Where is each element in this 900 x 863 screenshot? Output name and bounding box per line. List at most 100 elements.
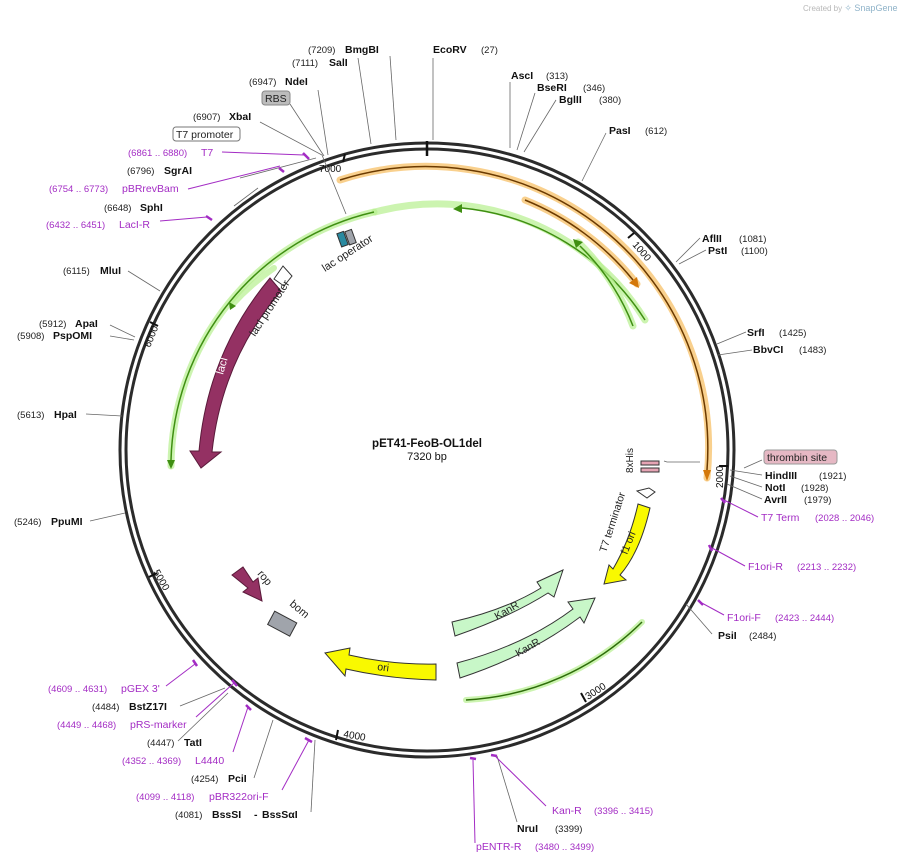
tick-7000: 7000 (319, 153, 346, 175)
lac-operator-box1 (336, 230, 349, 248)
green-arc-lacI (229, 265, 277, 308)
green-arc-left-line (170, 211, 375, 461)
svg-text:PciI: PciI (228, 773, 247, 785)
svg-text:T7: T7 (201, 147, 213, 159)
thrombin-tag: thrombin site (763, 449, 838, 465)
his-box2 (640, 467, 660, 473)
plasmid-length: 7320 bp (407, 451, 447, 463)
site-psp0mi: (5908)PspOMI (17, 330, 92, 342)
svg-text:BstZ17I: BstZ17I (129, 701, 167, 713)
svg-text:PasI: PasI (609, 125, 631, 137)
svg-text:pBR322ori-F: pBR322ori-F (209, 791, 269, 803)
kanr-arrow-1 (451, 569, 564, 637)
tick-2000: 2000 (715, 465, 728, 488)
site-ndei: (6947)NdeI (249, 76, 308, 88)
primer-pgex3: (4609 .. 4631)pGEX 3' (48, 683, 160, 695)
t7-terminator-arrow (635, 487, 656, 499)
ori-arrow (324, 647, 437, 681)
site-avrii: AvrII (1979) (764, 494, 831, 506)
svg-text:(7209): (7209) (308, 45, 335, 56)
svg-text:(3396 .. 3415): (3396 .. 3415) (594, 806, 653, 817)
svg-text:BglII: BglII (559, 94, 582, 106)
primer-pentr-r: pENTR-R(3480 .. 3499) (476, 841, 594, 853)
svg-text:(380): (380) (599, 95, 621, 106)
t7-promoter-tag: T7 promoter (172, 126, 241, 142)
svg-text:AflII: AflII (702, 233, 722, 245)
primer-pbrrevbam: (6754 .. 6773) pBRrevBam (49, 183, 179, 195)
svg-text:(1921): (1921) (819, 471, 846, 482)
svg-text:(6907): (6907) (193, 112, 220, 123)
site-bsssi: (4081)BssSI-BssSαI (175, 809, 298, 821)
green-arc-bottom-line (465, 621, 643, 701)
site-labels: (7209)BmgBI (7111)SalI EcoRV(27) (6947)N… (14, 44, 846, 835)
green-arc-lacI-head (229, 302, 236, 310)
svg-text:(6861 .. 6880): (6861 .. 6880) (128, 148, 187, 159)
site-hindiii: HindIII(1921) (765, 470, 846, 482)
site-ppumi: (5246)PpuMI (14, 516, 83, 528)
site-bglii: BglII (380) (559, 94, 621, 106)
site-psii: PsiI (2484) (718, 630, 776, 642)
svg-text:(313): (313) (546, 71, 568, 82)
orange-arc-small-line (524, 199, 634, 281)
svg-text:(2484): (2484) (749, 631, 776, 642)
laci-promoter-arrow (273, 265, 293, 287)
primer-labels: (6861 .. 6880) T7 (6754 .. 6773) pBRrevBam… (46, 147, 874, 853)
svg-text:TatI: TatI (184, 737, 202, 749)
green-arc-mid-head (573, 239, 583, 248)
svg-text:(4484): (4484) (92, 702, 119, 713)
primer-prs-marker: (4449 .. 4468) pRS-marker (57, 719, 187, 731)
svg-text:(27): (27) (481, 45, 498, 56)
svg-text:AvrII: AvrII (764, 494, 787, 506)
site-sgrai: (6796)SgrAI (127, 165, 192, 177)
bom-label: bom (287, 598, 311, 621)
orange-arc-large-head (703, 470, 711, 481)
site-bstz17i: (4484) BstZ17I (92, 701, 167, 713)
svg-text:SrfI: SrfI (747, 327, 765, 339)
green-arc-left-head (167, 460, 175, 469)
svg-text:7000: 7000 (319, 164, 342, 175)
watermark-prefix: Created by (803, 4, 843, 13)
site-xbai: (6907)XbaI (193, 111, 251, 123)
green-arc-top-head (453, 204, 462, 213)
svg-text:(5908): (5908) (17, 331, 44, 342)
svg-text:(4449 .. 4468): (4449 .. 4468) (57, 720, 116, 731)
his-label: 8xHis (625, 448, 636, 473)
svg-text:(6432 .. 6451): (6432 .. 6451) (46, 220, 105, 231)
svg-text:(6648): (6648) (104, 203, 131, 214)
tick-4000: 4000 (335, 729, 367, 744)
green-arc-top (371, 200, 649, 324)
svg-text:BssSI: BssSI (212, 809, 241, 821)
svg-text:(1928): (1928) (801, 483, 828, 494)
primer-pbr322ori-f: (4099 .. 4118)pBR322ori-F (136, 791, 269, 803)
site-noti: NotI (1928) (765, 482, 828, 494)
svg-text:(5246): (5246) (14, 517, 41, 528)
svg-text:(4081): (4081) (175, 810, 202, 821)
svg-text:(4609 .. 4631): (4609 .. 4631) (48, 684, 107, 695)
leader-lines (85, 55, 763, 823)
svg-text:(1979): (1979) (804, 495, 831, 506)
svg-text:(1100): (1100) (741, 246, 768, 257)
svg-text:BssSαI: BssSαI (262, 809, 298, 821)
svg-text:pENTR-R: pENTR-R (476, 841, 522, 853)
svg-text:pBRrevBam: pBRrevBam (122, 183, 179, 195)
rbs-tag: RBS (261, 90, 291, 106)
primer-l4440: (4352 .. 4369)L4440 (122, 755, 224, 767)
svg-text:NotI: NotI (765, 482, 785, 494)
his-box1 (640, 460, 660, 466)
svg-text:BmgBI: BmgBI (345, 44, 379, 56)
site-nrui: NruI(3399) (517, 823, 582, 835)
svg-text:SalI: SalI (329, 57, 348, 69)
site-apai: (5912)ApaI (39, 318, 98, 330)
primers (159, 151, 759, 844)
primer-t7: (6861 .. 6880) T7 (128, 147, 213, 159)
svg-text:4000: 4000 (342, 729, 366, 744)
site-hpai: (5613)HpaI (17, 409, 77, 421)
svg-text:(4254): (4254) (191, 774, 218, 785)
svg-text:pRS-marker: pRS-marker (130, 719, 187, 731)
svg-text:(6754 .. 6773): (6754 .. 6773) (49, 184, 108, 195)
svg-text:PsiI: PsiI (718, 630, 737, 642)
svg-text:thrombin site: thrombin site (767, 452, 827, 464)
svg-text:HpaI: HpaI (54, 409, 77, 421)
primer-kan-r: Kan-R(3396 .. 3415) (552, 805, 653, 817)
